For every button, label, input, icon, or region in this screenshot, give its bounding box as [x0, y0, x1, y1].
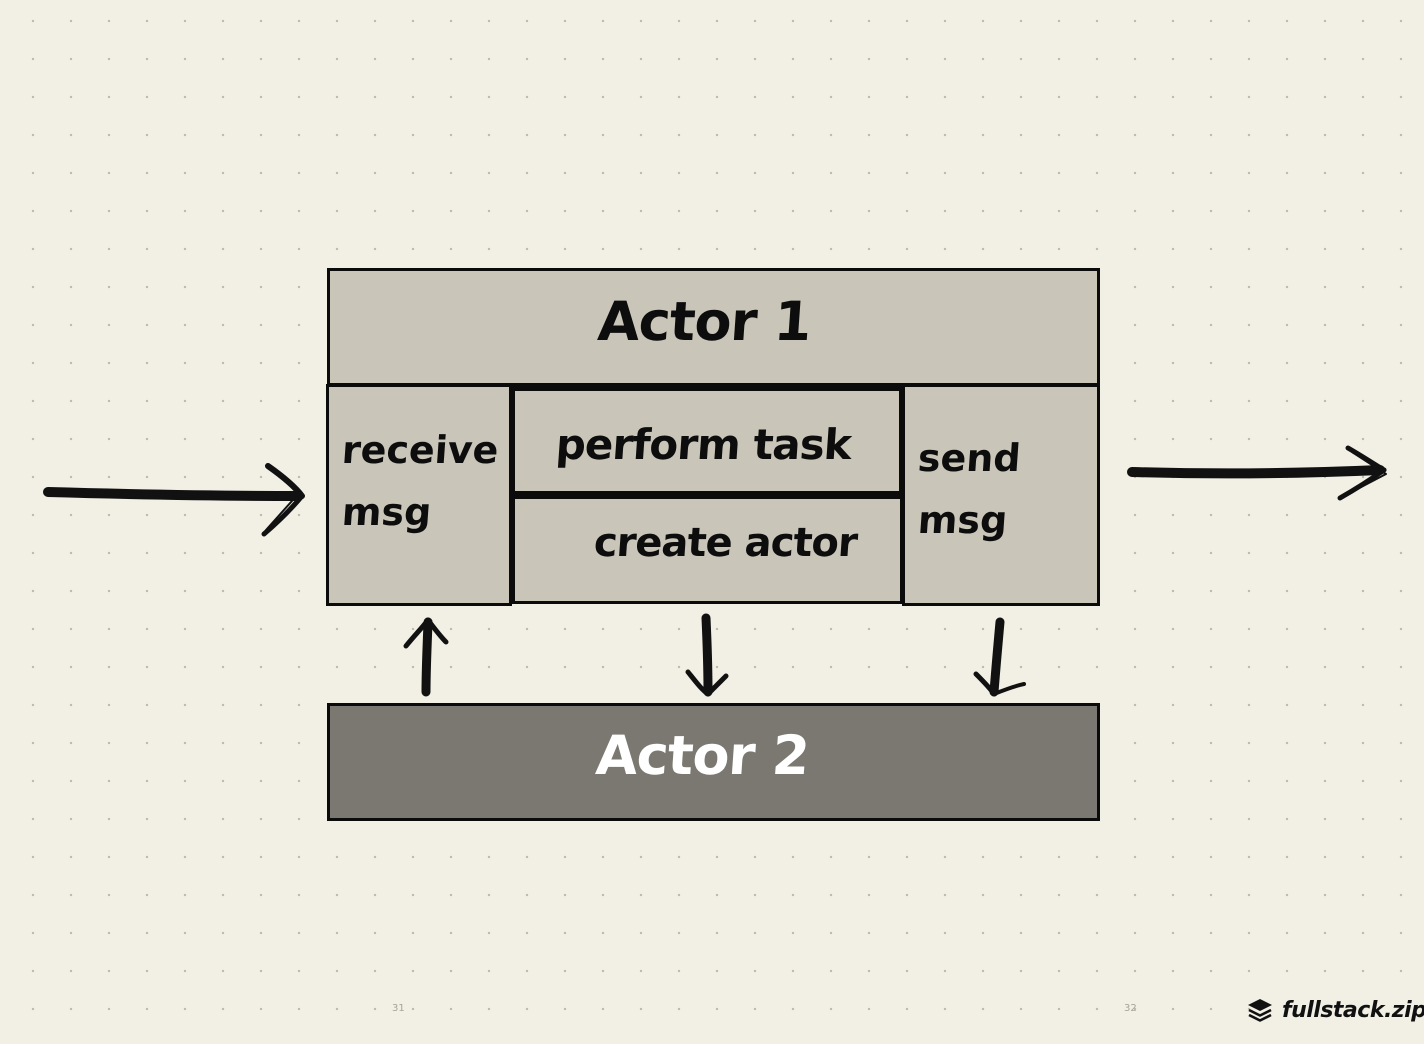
receive-msg-box	[326, 384, 512, 606]
down-arrow-from-send	[973, 617, 1026, 697]
brand-logo: fullstack.zip	[1246, 996, 1424, 1024]
create-actor-box	[510, 494, 904, 604]
up-arrow-to-receive	[403, 617, 449, 697]
perform-task-box	[510, 386, 904, 496]
actor1-header-box	[327, 268, 1100, 386]
page-number-left: 31	[392, 1003, 405, 1014]
stack-layers-icon	[1248, 999, 1272, 1022]
actor2-box	[327, 703, 1100, 821]
down-arrow-from-create	[685, 613, 729, 697]
page-number-right: 32	[1124, 1003, 1137, 1014]
brand-name: fullstack.zip	[1282, 997, 1424, 1023]
outgoing-message-arrow	[1127, 445, 1387, 501]
incoming-message-arrow	[43, 463, 305, 537]
